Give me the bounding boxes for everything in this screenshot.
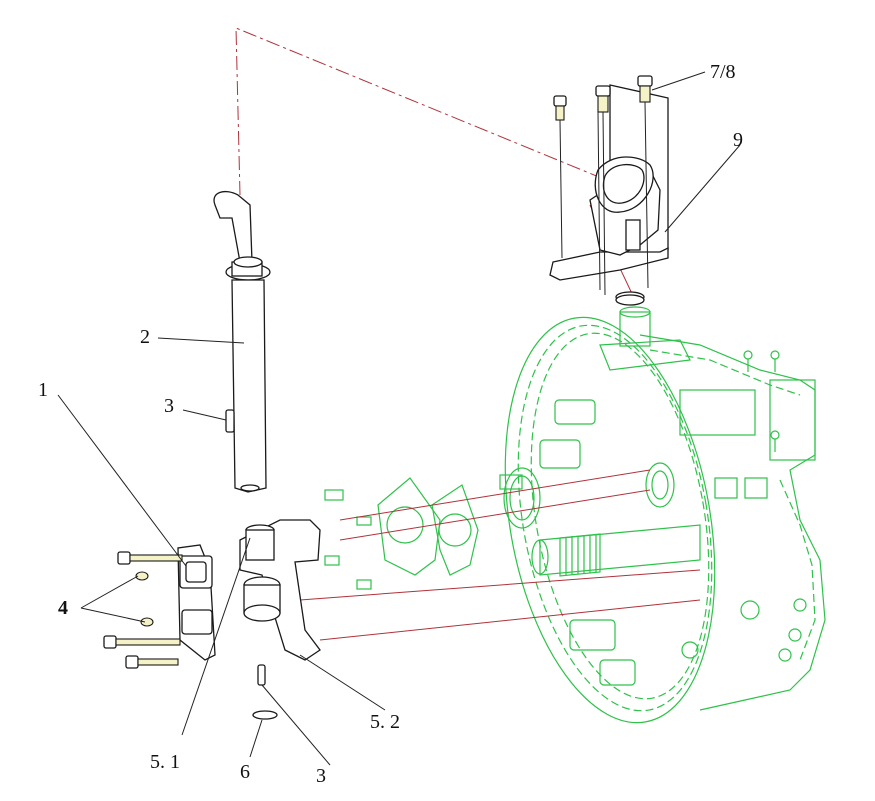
support-bracket <box>549 84 669 281</box>
snap-ring <box>252 710 278 720</box>
callout-6: 6 <box>240 761 250 783</box>
bolt-set-left <box>103 551 183 669</box>
shift-bracket <box>177 519 321 661</box>
callout-1: 1 <box>38 379 48 401</box>
bushing <box>615 291 645 306</box>
callout-5-1: 5. 1 <box>150 751 180 773</box>
callouts: 1 2 3 4 5. 1 5. 2 3 6 7/8 9 <box>38 61 743 787</box>
callout-5-2: 5. 2 <box>370 711 400 733</box>
callout-3-upper: 3 <box>164 395 174 417</box>
key-upper <box>225 409 235 433</box>
callout-7-8: 7/8 <box>710 61 736 83</box>
key-lower <box>257 664 266 686</box>
shift-shaft <box>213 191 271 493</box>
leader-lines <box>57 71 741 766</box>
callout-9: 9 <box>733 129 743 151</box>
callout-4: 4 <box>58 597 68 619</box>
transmission-housing <box>324 306 826 724</box>
bracket-bolts <box>553 75 653 296</box>
callout-3-lower: 3 <box>316 765 326 787</box>
callout-2: 2 <box>140 326 150 348</box>
